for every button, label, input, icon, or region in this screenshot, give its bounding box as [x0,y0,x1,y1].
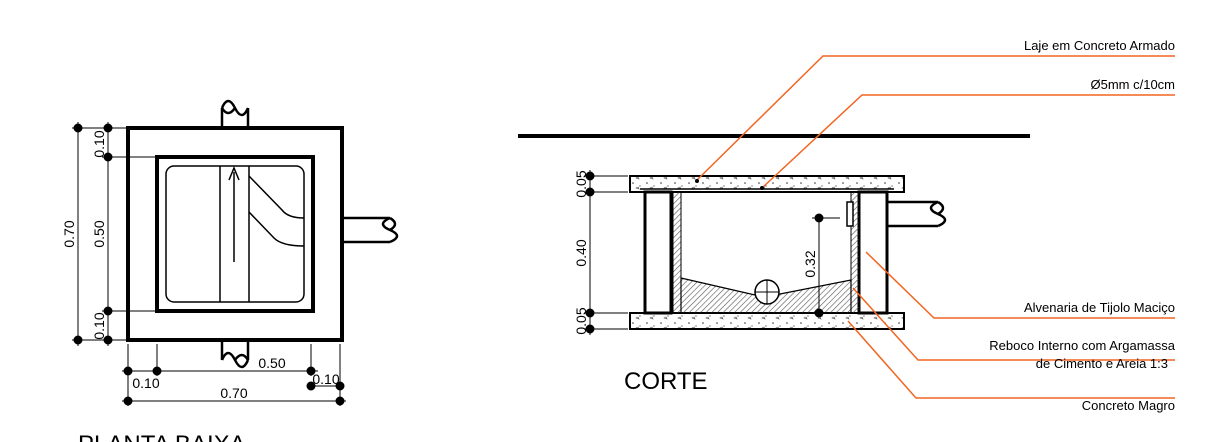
section-inner-dim [812,213,840,318]
section-view: 0.32 0.05 0.40 0.05 Laje em Concreto Arm… [518,38,1176,413]
plan-inner-box [165,165,305,303]
plan-inner-wall [155,155,315,313]
plan-outer-wall [126,126,344,342]
section-dim-lines [584,170,628,335]
dim-section-inner-depth: 0.32 [802,250,818,277]
plan-view: 0.10 0.50 0.10 0.70 0.50 0.10 0.70 0.10 … [61,99,399,442]
plan-channel [219,166,305,302]
note-lean-concrete: Concreto Magro [1082,398,1175,413]
dim-plan-middle: 0.50 [91,220,107,247]
dim-plan-total: 0.70 [61,220,77,247]
dim-plan-top: 0.10 [91,130,107,157]
note-plaster-line2: de Cimento e Areia 1:3 [1036,356,1168,371]
dim-section-height: 0.40 [573,239,589,266]
plan-dim-lines [72,122,346,406]
note-slab: Laje em Concreto Armado [1024,38,1175,53]
dim-plan-total-width: 0.70 [220,385,247,401]
dim-plan-inner-width: 0.50 [258,355,285,371]
note-rebar: Ø5mm c/10cm [1090,77,1175,92]
dim-plan-bottom: 0.10 [91,312,107,339]
dim-plan-left-wall: 0.10 [132,375,159,391]
plan-title: PLANTA BAIXA [78,431,246,442]
section-pipe-icon [846,200,947,228]
left-plaster [672,191,682,314]
pipe-bottom-icon [220,340,250,369]
pipe-top-icon [220,99,250,128]
section-title: CORTE [624,368,708,395]
leader-dots [695,179,764,190]
note-masonry: Alvenaria de Tijolo Maciço [1024,300,1175,315]
dim-plan-right-wall: 0.10 [312,371,339,387]
dim-section-slab-bottom: 0.05 [573,307,589,334]
note-plaster-line1: Reboco Interno com Argamassa [989,338,1175,353]
leader-lines [696,55,1175,399]
left-wall [643,190,673,315]
right-plaster [850,191,860,314]
right-wall [857,190,889,315]
pipe-right-icon [342,216,399,244]
bottom-slab [629,312,905,330]
dim-section-slab-top: 0.05 [573,170,589,197]
